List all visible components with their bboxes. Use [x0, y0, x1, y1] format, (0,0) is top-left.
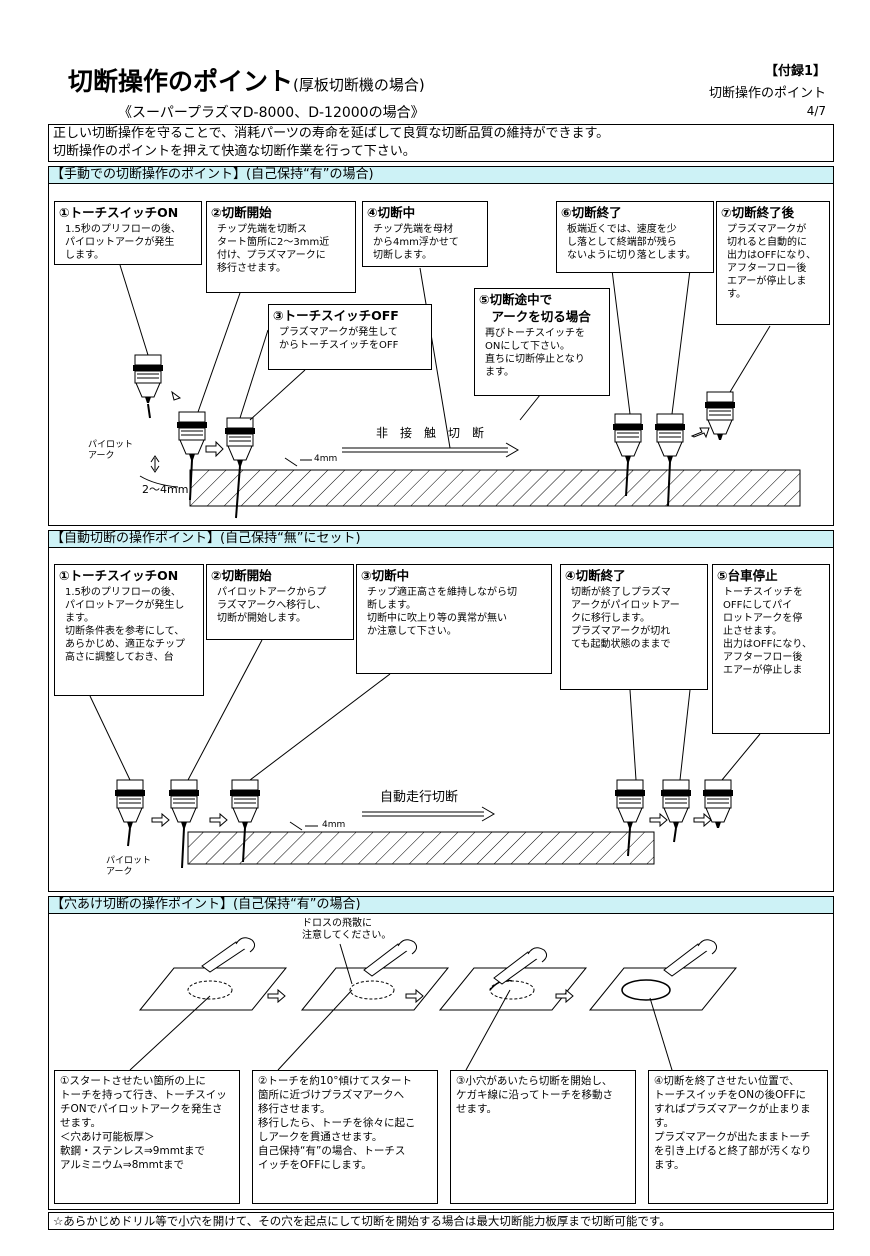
auto-plate — [187, 831, 655, 865]
manual-torch-6 — [704, 391, 736, 441]
intro-line-2: 切断操作のポイントを押えて快適な切断作業を行って下さい。 — [53, 144, 416, 159]
manual-4mm-label: 4mm — [314, 454, 338, 464]
page-title-sub: (厚板切断機の場合) — [293, 76, 425, 94]
manual-pilot-arc-label: パイロット アーク — [88, 440, 134, 461]
manual-step-6: ⑥切断終了板端近くでは、速度を少 し落として終端部が残ら ないように切り落としま… — [556, 201, 714, 273]
page-title: 切断操作のポイント(厚板切断機の場合) — [68, 67, 425, 96]
auto-step-5: ⑤台車停止トーチスイッチを OFFにしてパイ ロットアークを停 止させます。 出… — [712, 564, 830, 734]
manual-torch-4 — [612, 413, 644, 463]
manual-arrow-1 — [171, 390, 182, 401]
page-number: 4/7 — [806, 104, 826, 118]
auto-cutting-label: 自動走行切断 — [380, 790, 459, 805]
pierce-section-heading: 【穴あけ切断の操作ポイント】(自己保持“有”の場合) — [48, 896, 834, 914]
pierce-step-2: ②トーチを約10°傾けてスタート 箇所に近づけプラズマアークへ 移行させます。 … — [252, 1070, 438, 1204]
manual-arrow-2 — [205, 440, 224, 458]
manual-step-4: ④切断中チップ先端を母材 から4mm浮かせて 切断します。 — [362, 201, 488, 267]
intro-box: 正しい切断操作を守ることで、消耗パーツの寿命を延ばして良質な切断品質の維持ができ… — [48, 124, 834, 162]
manual-step-2: ②切断開始チップ先端を切断ス タート箇所に2～3mm近 付け、プラズマアークに … — [206, 201, 356, 293]
auto-step-2: ②切断開始パイロットアークからプ ラズマアークへ移行し、 切断が開始します。 — [206, 564, 354, 640]
manual-noncontact-label: 非 接 触 切 断 — [376, 426, 485, 440]
appendix-title: 切断操作のポイント — [708, 86, 826, 101]
manual-section-heading: 【手動での切断操作のポイント】(自己保持“有”の場合) — [48, 166, 834, 184]
pierce-step-4: ④切断を終了させたい位置で、 トーチスイッチをONの後OFFに すればプラズマア… — [648, 1070, 828, 1204]
page-subtitle: 《スーパープラズマD-8000、D-12000の場合》 — [118, 105, 425, 121]
pierce-plate-2 — [300, 967, 450, 1011]
manual-plate — [189, 469, 801, 507]
pierce-step-3: ③小穴があいたら切断を開始し、 ケガキ線に沿ってトーチを移動さ せます。 — [450, 1070, 636, 1204]
appendix-label: 【付録1】 — [764, 64, 826, 79]
manual-torch-5 — [654, 413, 686, 463]
auto-pilot-arc-label: パイロット アーク — [106, 856, 152, 877]
intro-line-1: 正しい切断操作を守ることで、消耗パーツの寿命を延ばして良質な切断品質の維持ができ… — [53, 126, 610, 141]
pierce-plate-1 — [138, 967, 288, 1011]
auto-step-4: ④切断終了切断が終了しプラズマ アークがパイロットアー クに移行します。 プラズ… — [560, 564, 708, 690]
auto-section-heading: 【自動切断の操作ポイント】(自己保持“無”にセット) — [48, 530, 834, 548]
pierce-plate-3 — [438, 967, 588, 1011]
pierce-dross-note: ドロスの飛散に 注意してください。 — [302, 918, 392, 941]
manual-torch-2 — [176, 411, 208, 461]
auto-step-3: ③切断中チップ適正高さを維持しながら切 断します。 切断中に吹上り等の異常が無い… — [356, 564, 552, 674]
manual-step-7: ⑦切断終了後プラズマアークが 切れると自動的に 出力はOFFになり、 アフターフ… — [716, 201, 830, 325]
auto-4mm-label: 4mm — [322, 820, 346, 830]
manual-step-5: ⑤切断途中で アークを切る場合再びトーチスイッチを ONにして下さい。 直ちに切… — [474, 288, 610, 396]
manual-torch-3 — [224, 417, 256, 467]
manual-torch-1 — [132, 354, 164, 404]
footer-note: ☆あらかじめドリル等で小穴を開けて、その穴を起点にして切断を開始する場合は最大切… — [48, 1212, 834, 1230]
manual-gap-label: 2～4mm — [142, 483, 189, 496]
pierce-step-1: ①スタートさせたい箇所の上に トーチを持って行き、トーチスイッ チONでパイロッ… — [54, 1070, 240, 1204]
manual-arrow-3 — [690, 427, 710, 439]
